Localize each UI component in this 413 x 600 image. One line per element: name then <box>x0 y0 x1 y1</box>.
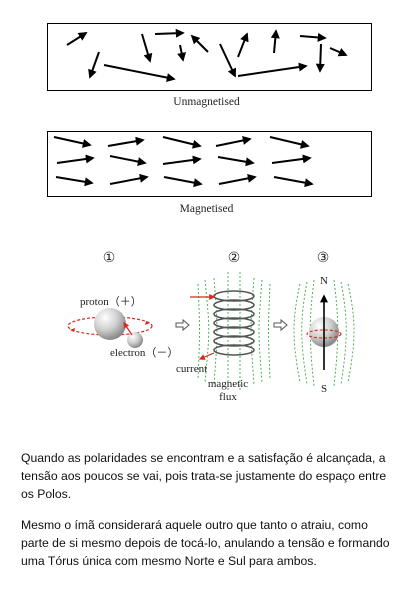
magnetised-caption: Magnetised <box>179 203 234 215</box>
domain-arrow <box>218 173 257 185</box>
proton-label: proton（＋） <box>80 295 142 308</box>
domain-arrow <box>103 64 176 83</box>
domain-arrow <box>329 47 348 57</box>
domain-arrow <box>271 154 312 164</box>
flux-label: flux <box>219 391 237 403</box>
domain-arrow <box>55 176 94 187</box>
electron-label: electron（－） <box>110 346 178 359</box>
magnetic-label: magnetic <box>208 378 248 390</box>
current-arrow-bottom <box>198 352 215 360</box>
domain-arrow <box>141 33 153 63</box>
flux-line <box>309 279 315 387</box>
domain-arrow <box>53 136 92 148</box>
domain-arrow <box>66 32 88 46</box>
paragraph-2: Mesmo o ímã considerará aquele outro que… <box>21 518 390 568</box>
domain-arrow <box>315 43 325 73</box>
domain-arrow <box>88 51 100 79</box>
domain-arrow <box>162 155 202 165</box>
electron-sphere <box>127 332 143 348</box>
flux-lines-coil <box>197 272 271 390</box>
flux-line <box>333 279 339 387</box>
step-2-number: ② <box>228 251 241 266</box>
domain-arrow <box>109 155 147 167</box>
flux-line <box>258 279 263 383</box>
step-1-number: ① <box>103 251 116 266</box>
unmagnetised-arrows <box>66 28 348 83</box>
spin-arrow <box>123 322 133 336</box>
south-label: S <box>321 383 327 395</box>
domain-arrow <box>177 44 187 62</box>
orbit-arrow-right <box>145 321 150 325</box>
magnetised-arrows <box>53 136 314 188</box>
domain-arrow <box>237 62 308 77</box>
atom-illustration <box>67 308 153 348</box>
domain-arrow <box>270 29 280 54</box>
coil-loop <box>213 326 255 338</box>
flux-lines-magnet <box>293 279 355 387</box>
magnetised-domain-box <box>47 131 372 197</box>
unmagnetised-caption: Unmagnetised <box>173 96 240 108</box>
domain-arrow <box>107 136 145 147</box>
domain-arrow <box>154 28 185 38</box>
domain-arrow <box>56 154 95 164</box>
domain-arrow <box>269 136 310 149</box>
coil-loop <box>213 344 255 356</box>
magnet-illustration <box>293 279 355 387</box>
domain-arrows <box>53 28 348 188</box>
step-arrow-2 <box>273 318 288 332</box>
coil-loop <box>213 308 255 320</box>
flux-line <box>340 281 347 385</box>
domain-arrow <box>273 176 314 188</box>
domain-arrow <box>219 43 237 78</box>
current-label: current <box>176 363 207 375</box>
domain-arrow <box>217 156 255 167</box>
domain-arrow <box>162 136 202 149</box>
coil-windings <box>213 290 255 356</box>
domain-arrow <box>237 32 249 58</box>
flux-line <box>213 277 218 385</box>
coil-loop <box>213 335 255 347</box>
domain-arrow <box>299 32 327 42</box>
domain-arrow <box>163 176 203 188</box>
coil-loop <box>213 317 255 329</box>
orbit-arrow-left <box>70 328 75 332</box>
flux-line <box>347 283 355 383</box>
flux-line <box>268 283 271 381</box>
domain-arrow <box>190 34 209 53</box>
north-label: N <box>320 275 328 287</box>
flux-line <box>293 283 301 383</box>
domain-arrow <box>109 173 149 185</box>
flux-line <box>301 281 308 385</box>
flux-line <box>250 277 255 385</box>
coil-illustration <box>190 272 271 390</box>
step-3-number: ③ <box>317 251 330 266</box>
proton-sphere <box>94 308 126 340</box>
domain-arrow <box>215 136 252 147</box>
step-arrow-1 <box>175 318 190 332</box>
coil-loop <box>213 299 255 311</box>
paragraph-1: Quando as polaridades se encontram e a s… <box>21 451 387 501</box>
